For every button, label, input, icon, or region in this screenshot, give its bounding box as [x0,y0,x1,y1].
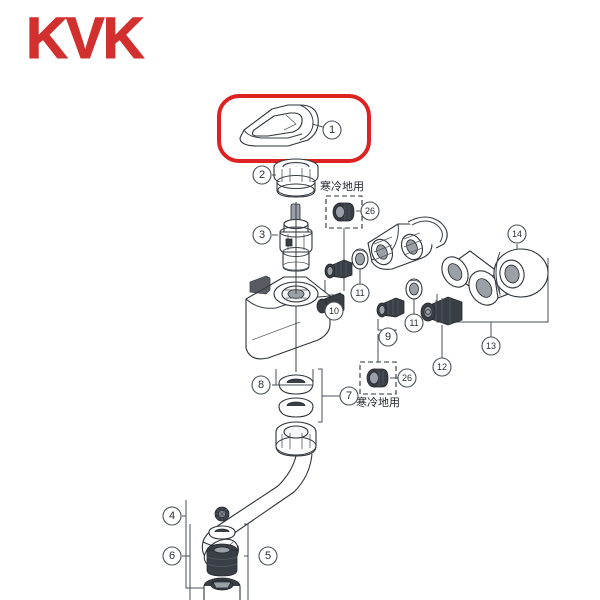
callout-bubble-12[interactable]: 12 [432,357,452,377]
callout-label-7: 7 [346,390,352,402]
part-cap-nut [273,158,319,198]
part-cold-adapter-upper [332,202,355,222]
callout-label-3: 3 [259,229,265,241]
parts-diagram: 寒冷地用 [0,72,600,600]
callout-bubble-14[interactable]: 14 [507,224,527,244]
callout-bubble-7[interactable]: 7 [339,386,359,406]
callout-bubble-13[interactable]: 13 [481,336,501,356]
callout-label-12: 12 [437,362,447,372]
part-aerator-screen [214,506,230,522]
part-aerator-housing [203,577,241,600]
callout-label-1: 1 [329,124,335,136]
header: KVK [0,0,600,78]
part-o-ring-lower [278,397,314,418]
callout-bubble-5[interactable]: 5 [258,546,278,566]
part-washer-upper [351,248,369,270]
part-connector-elbow [376,297,405,318]
part-escutcheon [493,248,549,298]
part-check-valve [420,296,463,326]
callout-label-11-upper: 11 [355,288,364,298]
part-spout-neck [275,421,317,457]
callout-label-11-lower: 11 [409,318,418,328]
callout-bubble-2[interactable]: 2 [252,165,272,185]
part-washer-lower [405,278,423,300]
callout-line-1 [311,123,324,128]
callout-label-14: 14 [512,229,522,239]
callout-label-9: 9 [385,331,391,343]
callout-label-2: 2 [259,169,265,181]
callout-bubble-11-upper[interactable]: 11 [350,283,370,303]
callout-label-10: 10 [329,306,339,316]
callout-label-8: 8 [258,379,264,391]
bracket-10 [324,280,344,296]
part-lever-handle [239,104,319,147]
callout-bubble-6[interactable]: 6 [162,546,182,566]
callout-label-26-upper: 26 [365,206,375,216]
part-connector-nipple [324,259,353,279]
callout-label-4: 4 [169,510,175,522]
callout-bubble-9[interactable]: 9 [378,327,398,347]
bracket-7 [318,368,323,423]
callout-bubble-8[interactable]: 8 [251,375,271,395]
callout-label-13: 13 [486,341,496,351]
jp-label-cold-bottom: 寒冷地用 [356,395,400,409]
jp-label-cold-top: 寒冷地用 [320,179,364,193]
part-aerator-gasket [208,525,236,540]
kvk-logo: KVK [25,6,144,71]
bracket-8 [275,369,314,386]
part-mixer-body [367,216,448,270]
part-aerator-core [206,543,238,577]
callout-bubble-26-upper[interactable]: 26 [360,201,380,221]
bracket-5 [244,523,249,600]
callout-bubble-10[interactable]: 10 [324,301,344,321]
diagram-svg: 寒冷地用 [162,94,549,600]
callout-label-6: 6 [169,550,175,562]
callout-bubble-4[interactable]: 4 [162,506,182,526]
callout-label-26-lower: 26 [402,373,412,383]
callout-bubble-1[interactable]: 1 [322,120,342,140]
callout-bubble-11-lower[interactable]: 11 [404,313,424,333]
part-cold-adapter-lower [366,368,389,388]
callout-label-5: 5 [265,550,271,562]
callout-bubble-26-lower[interactable]: 26 [397,368,417,388]
callout-bubble-3[interactable]: 3 [252,225,272,245]
